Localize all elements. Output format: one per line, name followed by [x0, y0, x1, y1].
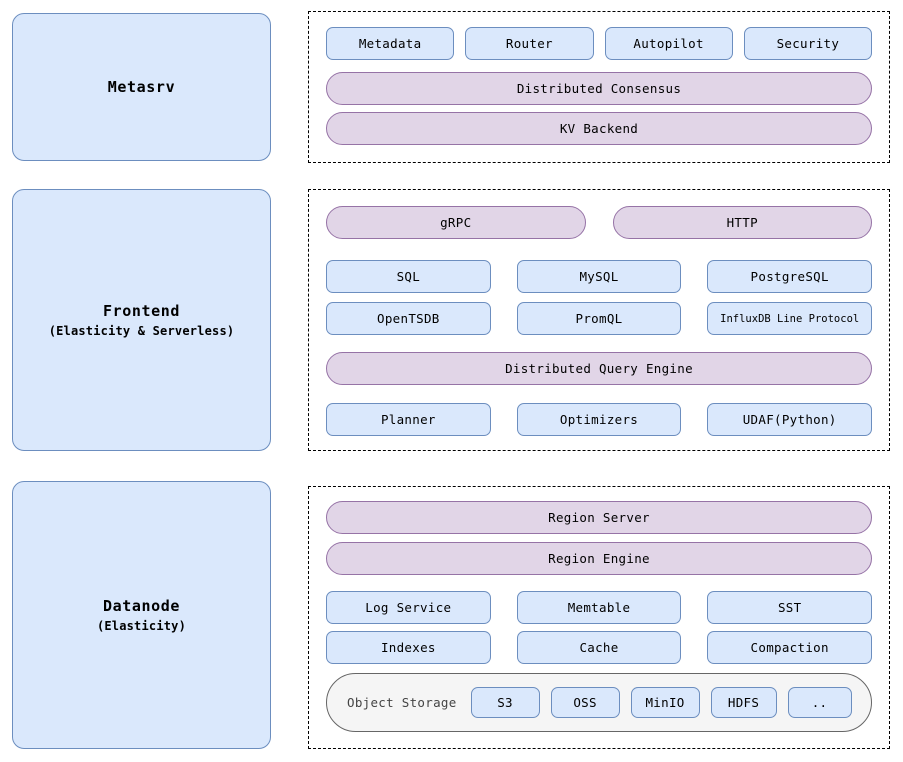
node-router[interactable]: Router: [465, 27, 594, 60]
object-storage-label: Object Storage: [347, 695, 457, 710]
node-region-engine[interactable]: Region Engine: [326, 542, 872, 575]
component-subtitle: (Elasticity & Serverless): [48, 324, 235, 339]
node-planner[interactable]: Planner: [326, 403, 491, 436]
frontend-interface-row-1: SQL MySQL PostgreSQL: [326, 260, 873, 293]
storage-backend-more[interactable]: ..: [787, 687, 852, 718]
node-distributed-query-engine[interactable]: Distributed Query Engine: [326, 352, 872, 385]
frontend-protocol-row: gRPC HTTP: [326, 206, 872, 239]
node-log-service[interactable]: Log Service: [326, 591, 491, 624]
datanode-storage-row-2: Indexes Cache Compaction: [326, 631, 873, 664]
datanode-storage-row-1: Log Service Memtable SST: [326, 591, 873, 624]
node-sst[interactable]: SST: [707, 591, 873, 624]
component-card-metasrv[interactable]: Metasrv: [12, 13, 271, 161]
node-promql[interactable]: PromQL: [516, 302, 682, 335]
component-title: Frontend: [102, 301, 181, 320]
node-security[interactable]: Security: [743, 27, 872, 60]
object-storage-container: Object Storage S3 OSS MinIO HDFS ..: [326, 673, 872, 732]
datanode-panel: Region Server Region Engine Log Service …: [308, 486, 890, 749]
metasrv-panel: Metadata Router Autopilot Security Distr…: [308, 11, 890, 163]
node-distributed-consensus[interactable]: Distributed Consensus: [326, 72, 872, 105]
frontend-interface-row-2: OpenTSDB PromQL InfluxDB Line Protocol: [326, 302, 873, 335]
node-http[interactable]: HTTP: [612, 206, 872, 239]
frontend-engine-parts-row: Planner Optimizers UDAF(Python): [326, 403, 873, 436]
node-postgresql[interactable]: PostgreSQL: [707, 260, 873, 293]
node-mysql[interactable]: MySQL: [516, 260, 682, 293]
node-opentsdb[interactable]: OpenTSDB: [326, 302, 491, 335]
component-title: Metasrv: [107, 77, 176, 96]
frontend-query-engine-row: Distributed Query Engine: [326, 352, 872, 385]
metasrv-consensus-row: Distributed Consensus: [326, 72, 872, 105]
component-subtitle: (Elasticity): [96, 619, 187, 634]
node-metadata[interactable]: Metadata: [326, 27, 455, 60]
node-kv-backend[interactable]: KV Backend: [326, 112, 872, 145]
node-optimizers[interactable]: Optimizers: [516, 403, 682, 436]
component-card-datanode[interactable]: Datanode (Elasticity): [12, 481, 271, 749]
storage-backend-s3[interactable]: S3: [470, 687, 540, 718]
metasrv-kv-row: KV Backend: [326, 112, 872, 145]
node-memtable[interactable]: Memtable: [516, 591, 682, 624]
frontend-panel: gRPC HTTP SQL MySQL PostgreSQL OpenTSDB …: [308, 189, 890, 451]
node-autopilot[interactable]: Autopilot: [604, 27, 733, 60]
component-title: Datanode: [102, 596, 181, 615]
storage-backend-oss[interactable]: OSS: [550, 687, 620, 718]
node-cache[interactable]: Cache: [516, 631, 682, 664]
node-indexes[interactable]: Indexes: [326, 631, 491, 664]
node-grpc[interactable]: gRPC: [326, 206, 586, 239]
node-udaf-python[interactable]: UDAF(Python): [707, 403, 873, 436]
node-influxdb-line-protocol[interactable]: InfluxDB Line Protocol: [707, 302, 873, 335]
storage-backend-minio[interactable]: MinIO: [630, 687, 700, 718]
node-compaction[interactable]: Compaction: [707, 631, 873, 664]
datanode-region-server-row: Region Server: [326, 501, 872, 534]
node-region-server[interactable]: Region Server: [326, 501, 872, 534]
node-sql[interactable]: SQL: [326, 260, 491, 293]
metasrv-services-row: Metadata Router Autopilot Security: [326, 27, 872, 60]
component-card-frontend[interactable]: Frontend (Elasticity & Serverless): [12, 189, 271, 451]
datanode-region-engine-row: Region Engine: [326, 542, 872, 575]
storage-backend-hdfs[interactable]: HDFS: [710, 687, 777, 718]
